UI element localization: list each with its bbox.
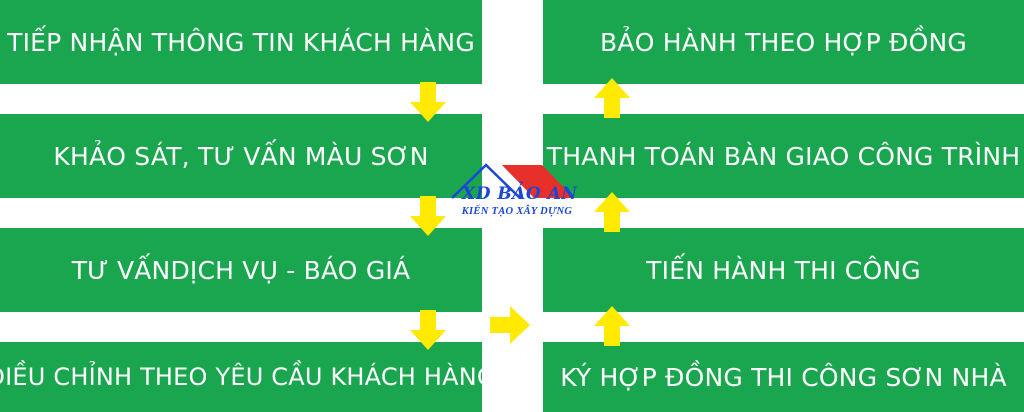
arrow-right-icon <box>490 306 530 344</box>
step-5-sign-contract: KÝ HỢP ĐỒNG THI CÔNG SƠN NHÀ <box>543 342 1024 412</box>
step-1-receive-info: TIẾP NHẬN THÔNG TIN KHÁCH HÀNG <box>0 0 482 84</box>
house-roof-icon <box>451 163 574 199</box>
step-3-quote: TƯ VẤNDỊCH VỤ - BÁO GIÁ <box>0 228 482 312</box>
step-2-survey-consult: KHẢO SÁT, TƯ VẤN MÀU SƠN <box>0 114 482 198</box>
step-8-warranty: BẢO HÀNH THEO HỢP ĐỒNG <box>543 0 1024 84</box>
arrow-up-icon <box>594 306 630 346</box>
step-4-adjust: ĐIỀU CHỈNH THEO YÊU CẦU KHÁCH HÀNG <box>0 342 495 412</box>
arrow-down-icon <box>410 196 446 236</box>
step-6-construction: TIẾN HÀNH THI CÔNG <box>543 228 1024 312</box>
arrow-up-icon <box>594 192 630 232</box>
arrow-up-icon <box>594 78 630 118</box>
logo: XD BẢO AN KIẾN TẠO XÂY DỰNG <box>450 162 580 232</box>
logo-subtitle: KIẾN TẠO XÂY DỰNG <box>461 206 573 217</box>
arrow-down-icon <box>410 310 446 350</box>
logo-title: XD BẢO AN <box>462 184 578 204</box>
arrow-down-icon <box>410 82 446 122</box>
step-7-payment-handover: THANH TOÁN BÀN GIAO CÔNG TRÌNH <box>543 114 1024 198</box>
